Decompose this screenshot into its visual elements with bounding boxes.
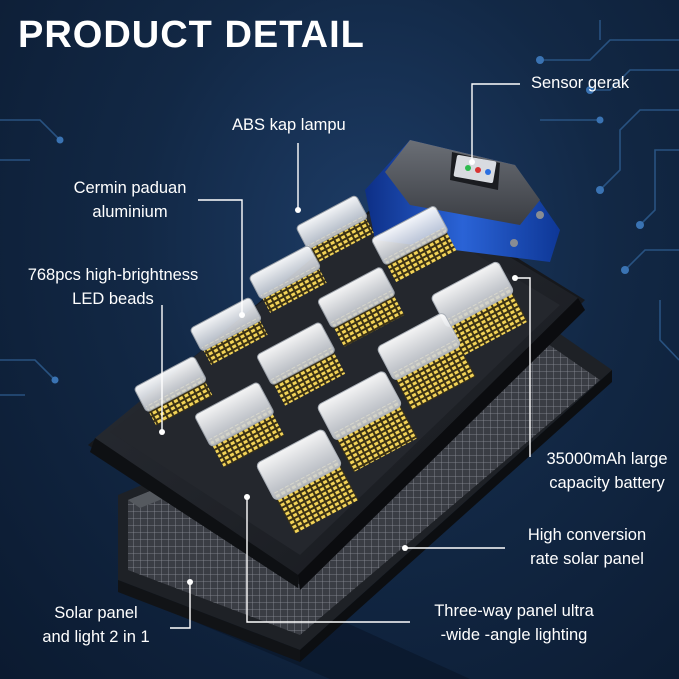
label-solar-line2: rate solar panel xyxy=(530,550,644,568)
circuit-nodes xyxy=(51,56,644,384)
page-title: PRODUCT DETAIL xyxy=(18,14,365,56)
label-battery-line1: 35000mAh large xyxy=(546,450,668,468)
label-solar-line1: High conversion xyxy=(527,526,647,544)
label-battery: 35000mAh large capacity battery xyxy=(532,447,679,495)
leader-sensor xyxy=(471,83,520,162)
led-modules xyxy=(134,195,528,534)
circuit-background xyxy=(0,20,679,396)
label-lighting: Three-way panel ultra -wide -angle light… xyxy=(408,599,620,647)
label-mirror: Cermin paduan aluminium xyxy=(60,176,200,224)
label-combo-line2: and light 2 in 1 xyxy=(42,628,150,646)
label-combo: Solar panel and light 2 in 1 xyxy=(22,601,170,649)
leader-combo xyxy=(170,582,191,629)
label-lighting-line2: -wide -angle lighting xyxy=(440,626,588,644)
label-mirror-line1: Cermin paduan xyxy=(73,179,187,197)
label-abs-cover-text: ABS kap lampu xyxy=(232,116,346,134)
label-combo-line1: Solar panel xyxy=(54,604,138,622)
label-sensor-text: Sensor gerak xyxy=(531,74,630,92)
label-battery-line2: capacity battery xyxy=(549,474,665,492)
label-led-line1: 768pcs high-brightness xyxy=(27,266,199,284)
leader-lighting xyxy=(246,497,410,623)
leader-lines xyxy=(161,83,531,629)
label-sensor: Sensor gerak xyxy=(531,71,629,95)
label-mirror-line2: aluminium xyxy=(92,203,168,221)
leader-mirror xyxy=(198,199,243,315)
label-led: 768pcs high-brightness LED beads xyxy=(8,263,218,311)
leader-battery xyxy=(515,277,531,457)
label-led-line2: LED beads xyxy=(72,290,154,308)
label-abs-cover: ABS kap lampu xyxy=(232,113,346,137)
label-lighting-line1: Three-way panel ultra xyxy=(434,602,594,620)
leader-dots xyxy=(159,159,518,585)
label-solar: High conversion rate solar panel xyxy=(512,523,662,571)
